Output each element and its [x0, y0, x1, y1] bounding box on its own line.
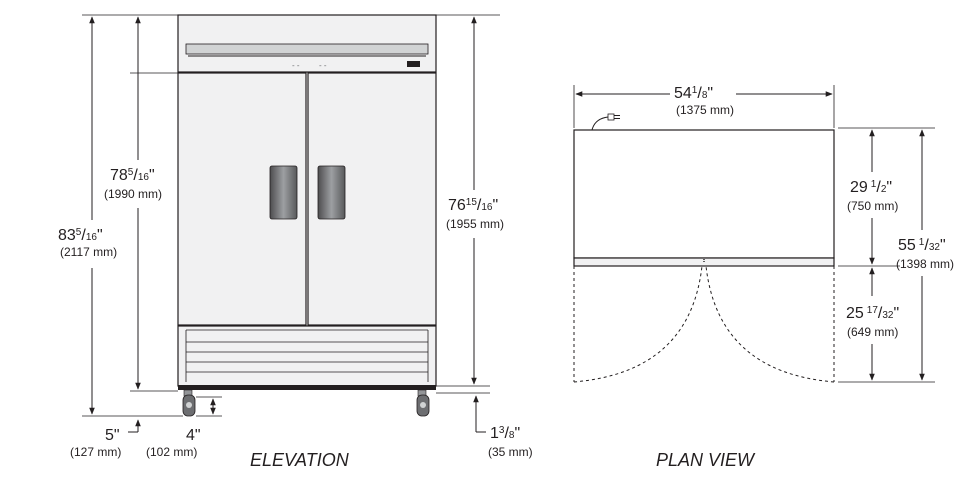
power-cord-icon	[591, 113, 620, 131]
plan-cabinet	[573, 129, 835, 259]
right-caster	[416, 389, 430, 417]
height-total-mm: (2117 mm)	[60, 245, 117, 259]
height-total-label: 835/16"	[58, 227, 103, 244]
height-door-label: 7615/16"	[448, 197, 498, 214]
svg-text:- -: - -	[319, 61, 327, 70]
height-door-mm: (1955 mm)	[446, 217, 504, 231]
plan-caption: PLAN VIEW	[656, 450, 756, 470]
bottom-grille	[177, 325, 437, 387]
plan-body-depth-mm: (750 mm)	[847, 199, 898, 213]
height-body-label: 785/16"	[110, 167, 155, 184]
top-vent	[185, 43, 429, 55]
floor-clear-label: 13/8"	[490, 425, 520, 442]
control-display	[407, 61, 420, 67]
plan-width-label: 541/8"	[674, 85, 713, 102]
caster-lift-mm: (102 mm)	[146, 445, 197, 459]
plan-total-depth-mm: (1398 mm)	[896, 257, 954, 271]
height-body-mm: (1990 mm)	[104, 187, 162, 201]
plan-width-mm: (1375 mm)	[676, 103, 734, 117]
base-rail	[178, 385, 436, 390]
top-header	[177, 14, 437, 73]
plan-swing-mm: (649 mm)	[847, 325, 898, 339]
door-swing	[573, 265, 835, 383]
floor-clear-mm: (35 mm)	[488, 445, 533, 459]
caster-mm: (127 mm)	[70, 445, 121, 459]
left-handle	[269, 165, 298, 220]
svg-text:- -: - -	[292, 61, 300, 70]
caster-lift-label: 4"	[186, 427, 201, 444]
caster-label: 5"	[105, 427, 120, 444]
elevation-view: - - - -	[58, 14, 533, 470]
left-caster	[182, 389, 196, 417]
right-handle	[317, 165, 346, 220]
elevation-caption: ELEVATION	[250, 450, 350, 470]
